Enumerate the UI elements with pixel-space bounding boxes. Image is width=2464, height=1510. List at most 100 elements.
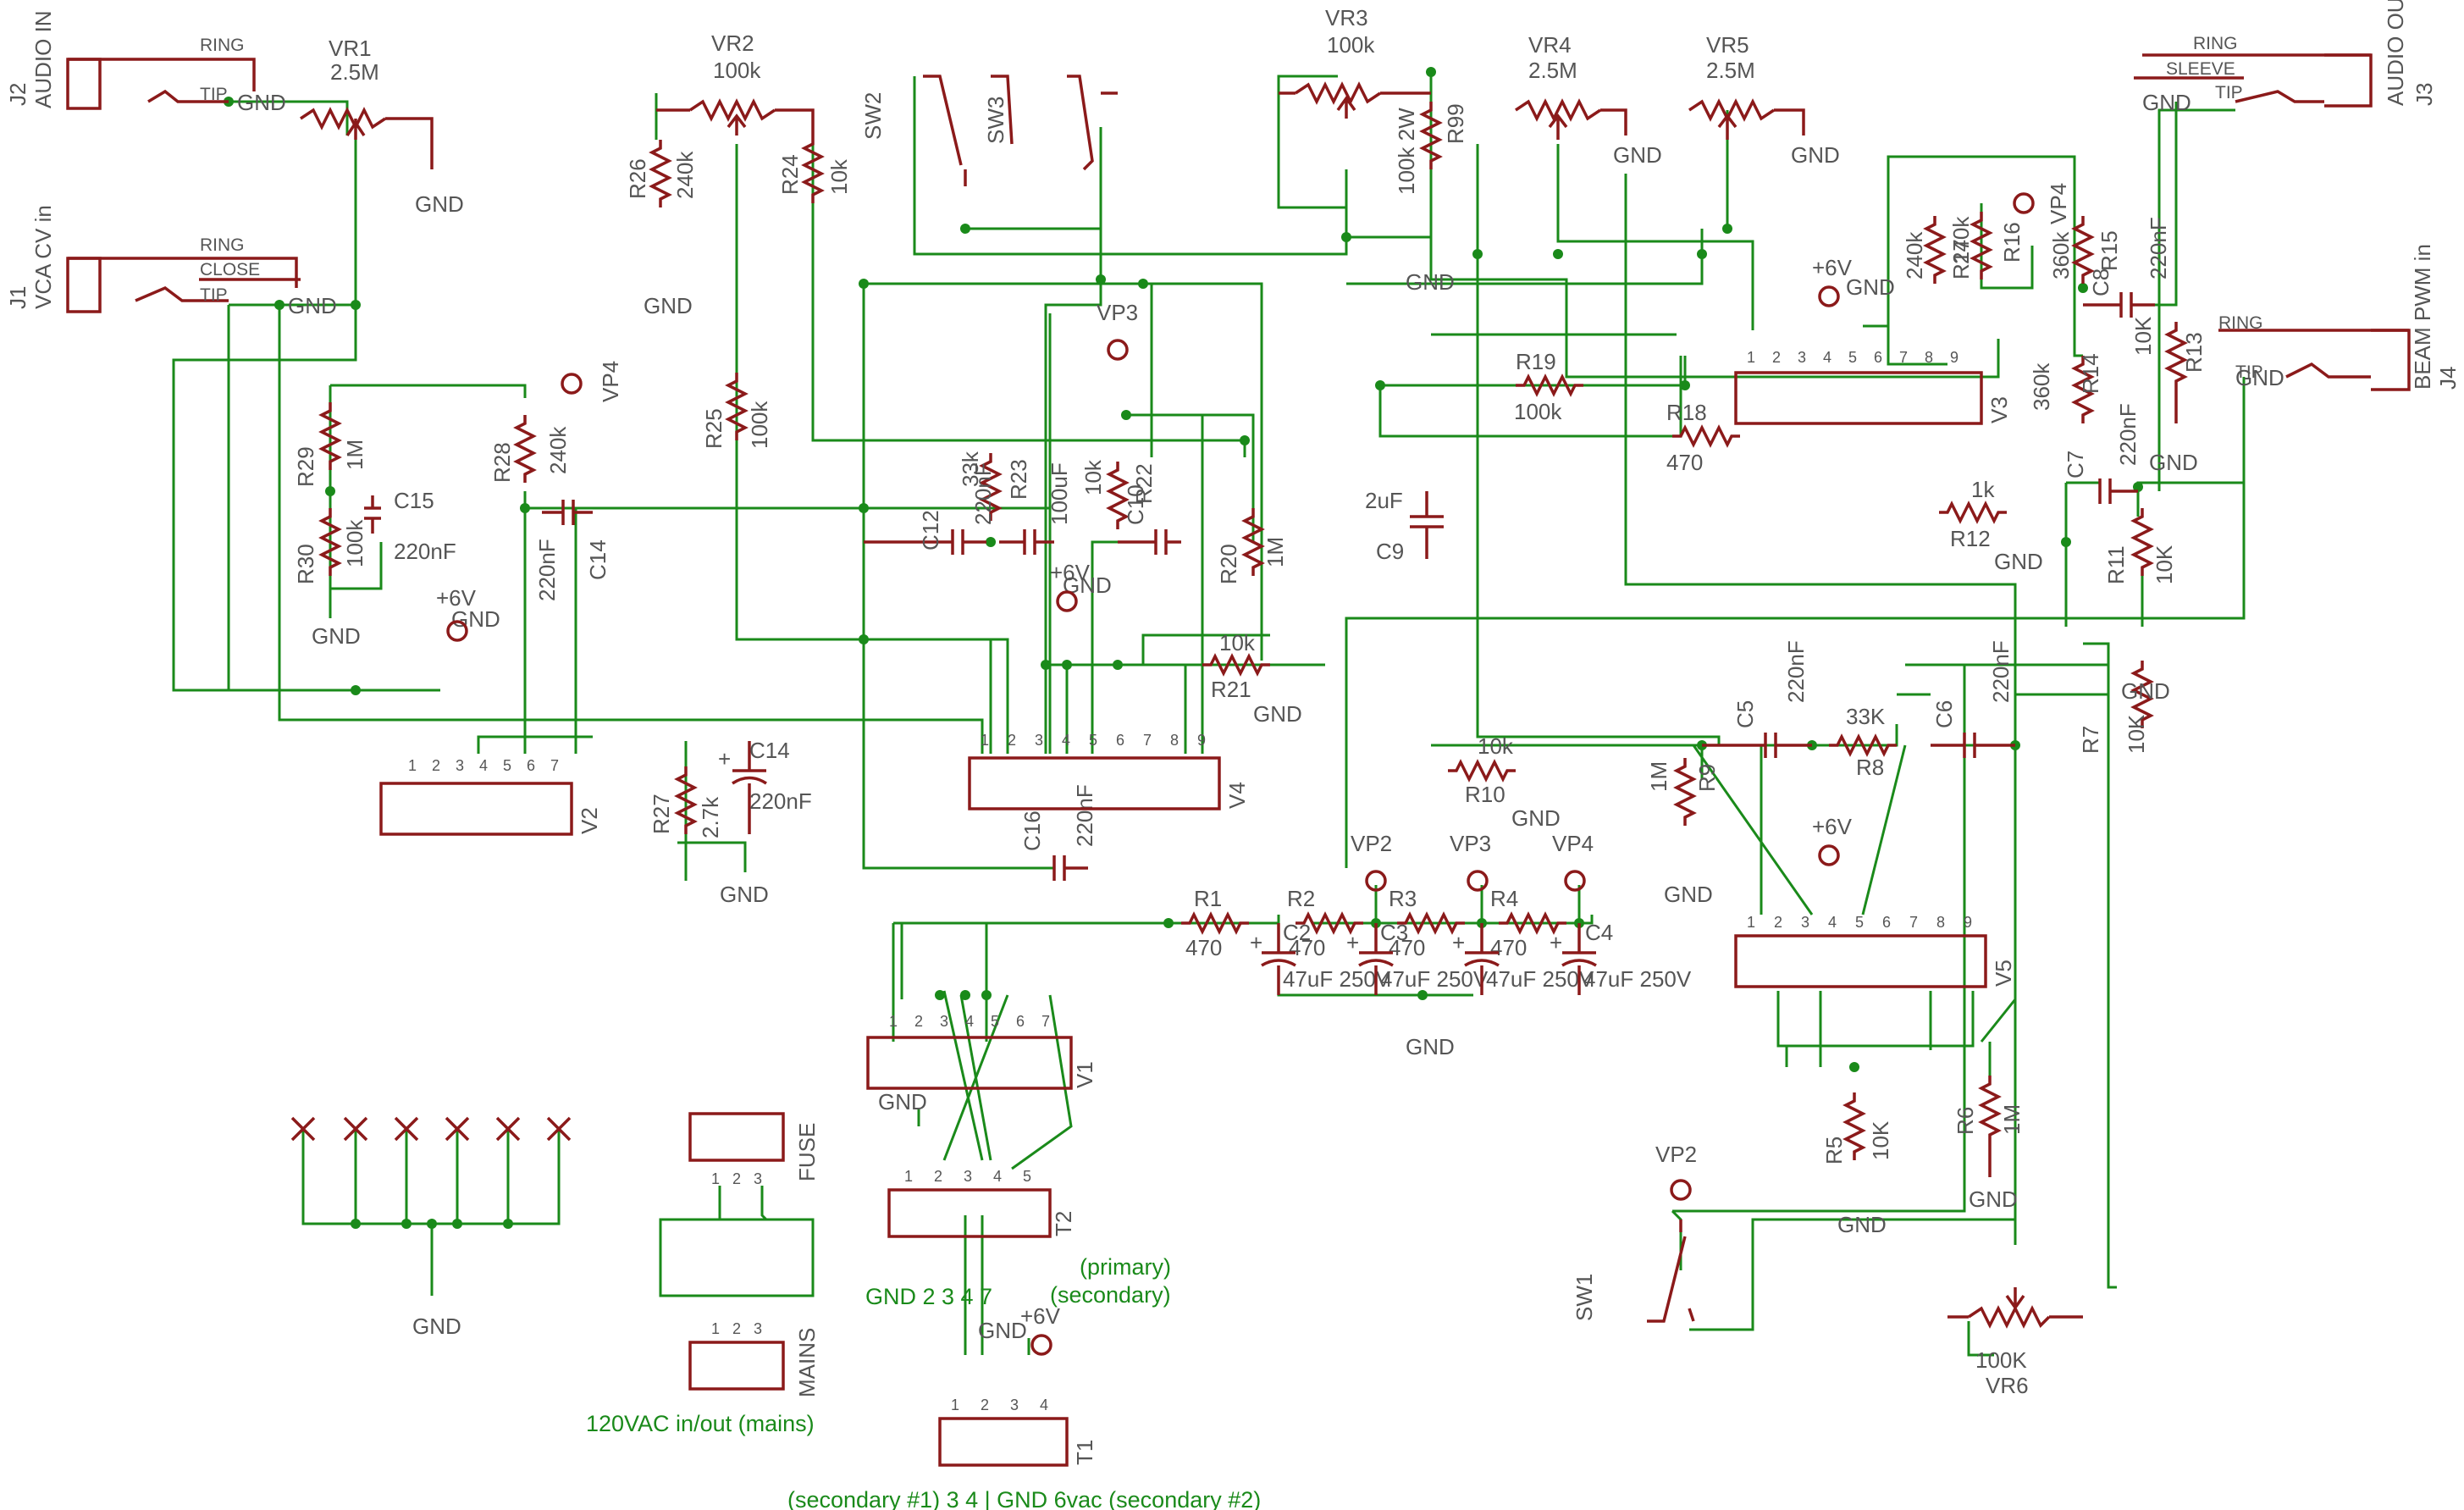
jack-j1-tip: TIP: [200, 285, 228, 305]
svg-text:2: 2: [934, 1168, 942, 1185]
svg-text:7: 7: [1041, 1013, 1050, 1030]
svg-text:1: 1: [1747, 349, 1755, 366]
resistor-r29: R29 1M: [293, 402, 367, 487]
capacitor-c4-value: 47uF 250V: [1583, 966, 1692, 992]
pot-vr3-ref: VR3: [1325, 5, 1368, 30]
plus6v-label: +6V: [1812, 814, 1853, 839]
switch-sw1: SW1: [1572, 1220, 1695, 1323]
jack-j4-label: BEAM PWM in: [2410, 244, 2435, 390]
resistor-r11-value: 10K: [2152, 545, 2177, 584]
capacitor-c6-value: 220nF: [1988, 640, 2014, 703]
capacitor-c8-ref: C8: [2088, 268, 2113, 296]
resistor-r30-ref: R30: [293, 544, 318, 584]
jack-j3-tip: TIP: [2215, 83, 2243, 102]
resistor-r27-ref: R27: [649, 794, 674, 834]
resistor-r15: 360k R15: [2048, 216, 2122, 284]
gnd-label: GND: [2235, 365, 2284, 390]
capacitor-c8: C8 220nF: [2083, 217, 2171, 318]
resistor-r7-value: 10K: [2124, 714, 2149, 754]
connector-mains-label: MAINS: [794, 1328, 820, 1397]
gnd-label: GND: [1846, 274, 1895, 300]
svg-text:2: 2: [1772, 349, 1781, 366]
resistor-r21-ref: R21: [1211, 677, 1251, 702]
capacitor-c3-ref: C3: [1380, 920, 1408, 945]
svg-text:6: 6: [1116, 732, 1124, 749]
jack-j2-body: [66, 58, 102, 110]
resistor-r12-value: 1k: [1971, 477, 1995, 502]
resistor-r26-value: 240k: [672, 151, 698, 199]
capacitor-c2: + C2 47uF 250V: [1283, 920, 1489, 995]
resistor-r27-value: 2.7k: [698, 796, 723, 838]
resistor-r8: 33K R8: [1829, 704, 1897, 780]
note-t1: (secondary #1) 3 4 | GND 6vac (secondary…: [787, 1487, 1261, 1510]
resistor-r9: 1M R9: [1646, 758, 1720, 826]
capacitor-c11-ref: C10: [1123, 484, 1148, 525]
capacitor-c1-value: 47uF 250V: [1283, 966, 1391, 992]
pot-vr1-value: 2.5M: [330, 59, 379, 85]
resistor-r9-value: 1M: [1646, 761, 1671, 792]
capacitor-c12-ref: C12: [918, 510, 943, 550]
resistor-r30-value: 100k: [342, 519, 367, 567]
resistor-r22-ref: R22: [1131, 463, 1157, 504]
gnd-label: GND: [1613, 142, 1662, 168]
gnd-label: GND: [1791, 142, 1840, 168]
gnd-label: GND: [2121, 678, 2170, 704]
resistor-r29-value: 1M: [342, 440, 367, 470]
svg-text:2: 2: [732, 1320, 741, 1337]
resistor-r3: R3 470: [1389, 886, 1465, 960]
resistor-r19-ref: R19: [1516, 349, 1556, 374]
plus6v-label: +6V: [436, 585, 477, 611]
jack-j3-label: AUDIO OUT: [2383, 0, 2408, 106]
resistor-r10: 10k R10: [1448, 733, 1516, 807]
svg-text:4: 4: [1040, 1397, 1048, 1413]
resistor-r2-ref: R2: [1287, 886, 1315, 911]
capacitor-c5-ref: C5: [1732, 700, 1758, 728]
resistor-r27: R27 2.7k: [649, 766, 723, 838]
resistor-r5: R5 10K: [1821, 1092, 1893, 1164]
svg-text:6: 6: [1882, 914, 1891, 931]
resistor-r25-value: 100k: [747, 401, 772, 449]
tube-v4-ref: V4: [1224, 782, 1250, 809]
svg-text:7: 7: [1143, 732, 1152, 749]
pot-vr4-value: 2.5M: [1528, 58, 1577, 83]
svg-text:3: 3: [1798, 349, 1806, 366]
resistor-r10-ref: R10: [1465, 782, 1505, 807]
svg-text:3: 3: [754, 1320, 762, 1337]
svg-text:9: 9: [1197, 732, 1206, 749]
resistor-r1: R1 470: [1181, 886, 1249, 960]
svg-text:3: 3: [456, 757, 464, 774]
vp2-label: VP2: [1351, 831, 1392, 856]
svg-text:4: 4: [965, 1013, 974, 1030]
resistor-r24: R24 10k: [777, 136, 852, 203]
pot-vr3-value: 100k: [1327, 32, 1375, 58]
svg-text:8: 8: [1170, 732, 1179, 749]
pot-vr6-ref: VR6: [1986, 1373, 2029, 1398]
plus6v-label: +6V: [1020, 1303, 1061, 1329]
resistor-r3-value: 470: [1389, 935, 1425, 960]
resistor-r11: R11 10K: [2103, 508, 2177, 584]
gnd-label: GND: [878, 1089, 927, 1115]
resistor-r7: R7 10K: [2078, 661, 2154, 754]
resistor-r17-value: 240k: [1902, 231, 1927, 279]
capacitor-c8-value: 220nF: [2146, 217, 2171, 279]
gnd-label: GND: [1969, 1186, 2018, 1212]
svg-text:1: 1: [408, 757, 417, 774]
svg-text:1: 1: [951, 1397, 959, 1413]
resistor-r13-ref: R13: [2181, 332, 2207, 373]
capacitor-c4: + C4 47uF 250V: [1550, 920, 1692, 995]
svg-text:1: 1: [889, 1013, 898, 1030]
resistor-r30: R30 100k: [293, 508, 367, 584]
capacitor-c13-plus: +: [718, 746, 731, 772]
note-t2-pins: GND 2 3 4 7: [865, 1284, 992, 1309]
resistor-r19-value: 100k: [1514, 399, 1562, 424]
capacitor-c9-ref: C9: [1376, 539, 1404, 564]
jack-j3: RING SLEEVE TIP AUDIO OUT J3: [2134, 0, 2437, 108]
gnd-label: GND: [412, 1314, 461, 1339]
note-t2-primary: (primary): [1080, 1254, 1171, 1280]
gnd-label: GND: [978, 1318, 1027, 1343]
switch-sw2-ref: SW2: [860, 92, 886, 140]
